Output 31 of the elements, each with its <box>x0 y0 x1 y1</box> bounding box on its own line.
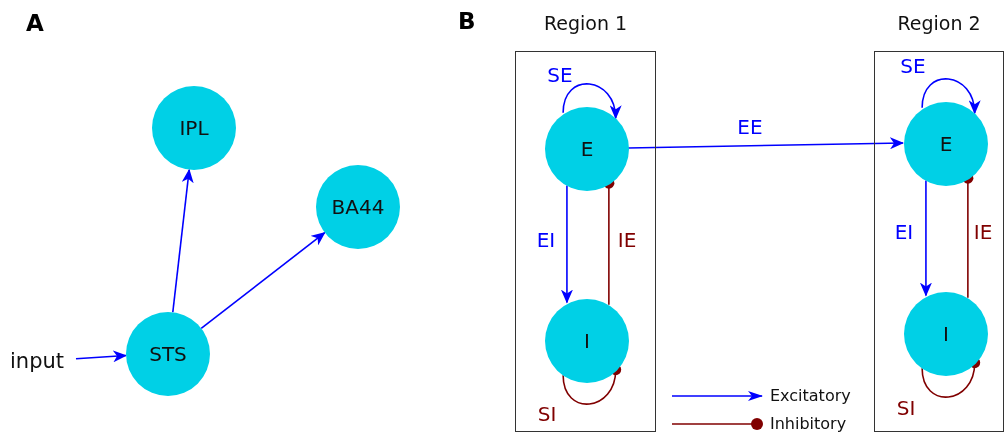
arrow <box>200 231 326 330</box>
region-title: Region 2 <box>897 12 981 34</box>
node-circle: IPL <box>152 86 236 170</box>
arrow <box>919 179 932 297</box>
legend-label: Inhibitory <box>770 414 847 433</box>
arrow <box>560 184 573 304</box>
arrow <box>75 350 127 363</box>
node-circle: I <box>545 299 629 383</box>
node-circle: I <box>904 292 988 376</box>
arrow <box>921 78 980 115</box>
edge-label: EI <box>536 228 556 252</box>
edge-label: SE <box>547 63 573 87</box>
edge-label: IE <box>973 220 993 244</box>
node-circle: E <box>545 107 629 191</box>
node-circle: STS <box>126 312 210 396</box>
panel-letter: A <box>26 10 44 36</box>
arrow <box>627 137 904 150</box>
edge-label: SI <box>896 396 916 420</box>
edge-label: IE <box>617 228 637 252</box>
edge-label: SI <box>537 402 557 426</box>
node-circle: E <box>904 102 988 186</box>
node-circle: BA44 <box>316 165 400 249</box>
legend-label: Excitatory <box>770 386 851 405</box>
edge-label: EI <box>894 220 914 244</box>
arrow <box>562 83 621 120</box>
input-label: input <box>10 349 65 373</box>
arrow <box>172 168 194 314</box>
edge-label: EE <box>737 115 763 139</box>
region-title: Region 1 <box>543 12 628 34</box>
edge-label: SE <box>900 54 926 78</box>
panel-letter: B <box>458 8 476 34</box>
